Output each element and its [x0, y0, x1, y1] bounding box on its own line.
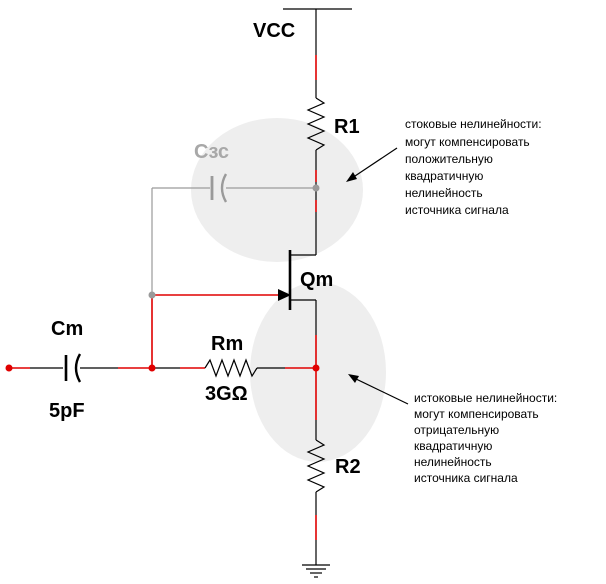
ground-symbol	[302, 564, 330, 578]
r1-label: R1	[334, 116, 360, 138]
r2-resistor	[306, 439, 326, 493]
source-region	[250, 282, 386, 462]
csz-label: Cзс	[194, 141, 229, 163]
qm-label: Qm	[300, 269, 333, 291]
input-node	[5, 364, 13, 372]
r2-label: R2	[335, 456, 361, 478]
rm-value: 3GΩ	[205, 383, 248, 405]
cm-value: 5pF	[49, 400, 85, 422]
feedback-node	[148, 291, 156, 299]
drain-node	[312, 184, 320, 192]
rm-resistor	[204, 358, 258, 378]
drain-note: стоковые нелинейности: могут компенсиров…	[405, 117, 545, 217]
r1-resistor	[306, 97, 326, 151]
csz-feedback-path	[151, 173, 316, 295]
cm-label: Cm	[51, 318, 83, 340]
gate-node	[148, 364, 156, 372]
drain-region	[191, 118, 363, 262]
vcc-label: VCC	[253, 20, 295, 42]
rm-label: Rm	[211, 333, 243, 355]
cm-capacitor	[64, 353, 82, 383]
source-node	[312, 364, 320, 372]
source-note: истоковые нелинейности: могут компенсиро…	[414, 391, 561, 485]
qm-transistor	[278, 250, 316, 310]
source-note-arrow	[348, 374, 409, 405]
drain-note-arrow	[346, 147, 398, 182]
